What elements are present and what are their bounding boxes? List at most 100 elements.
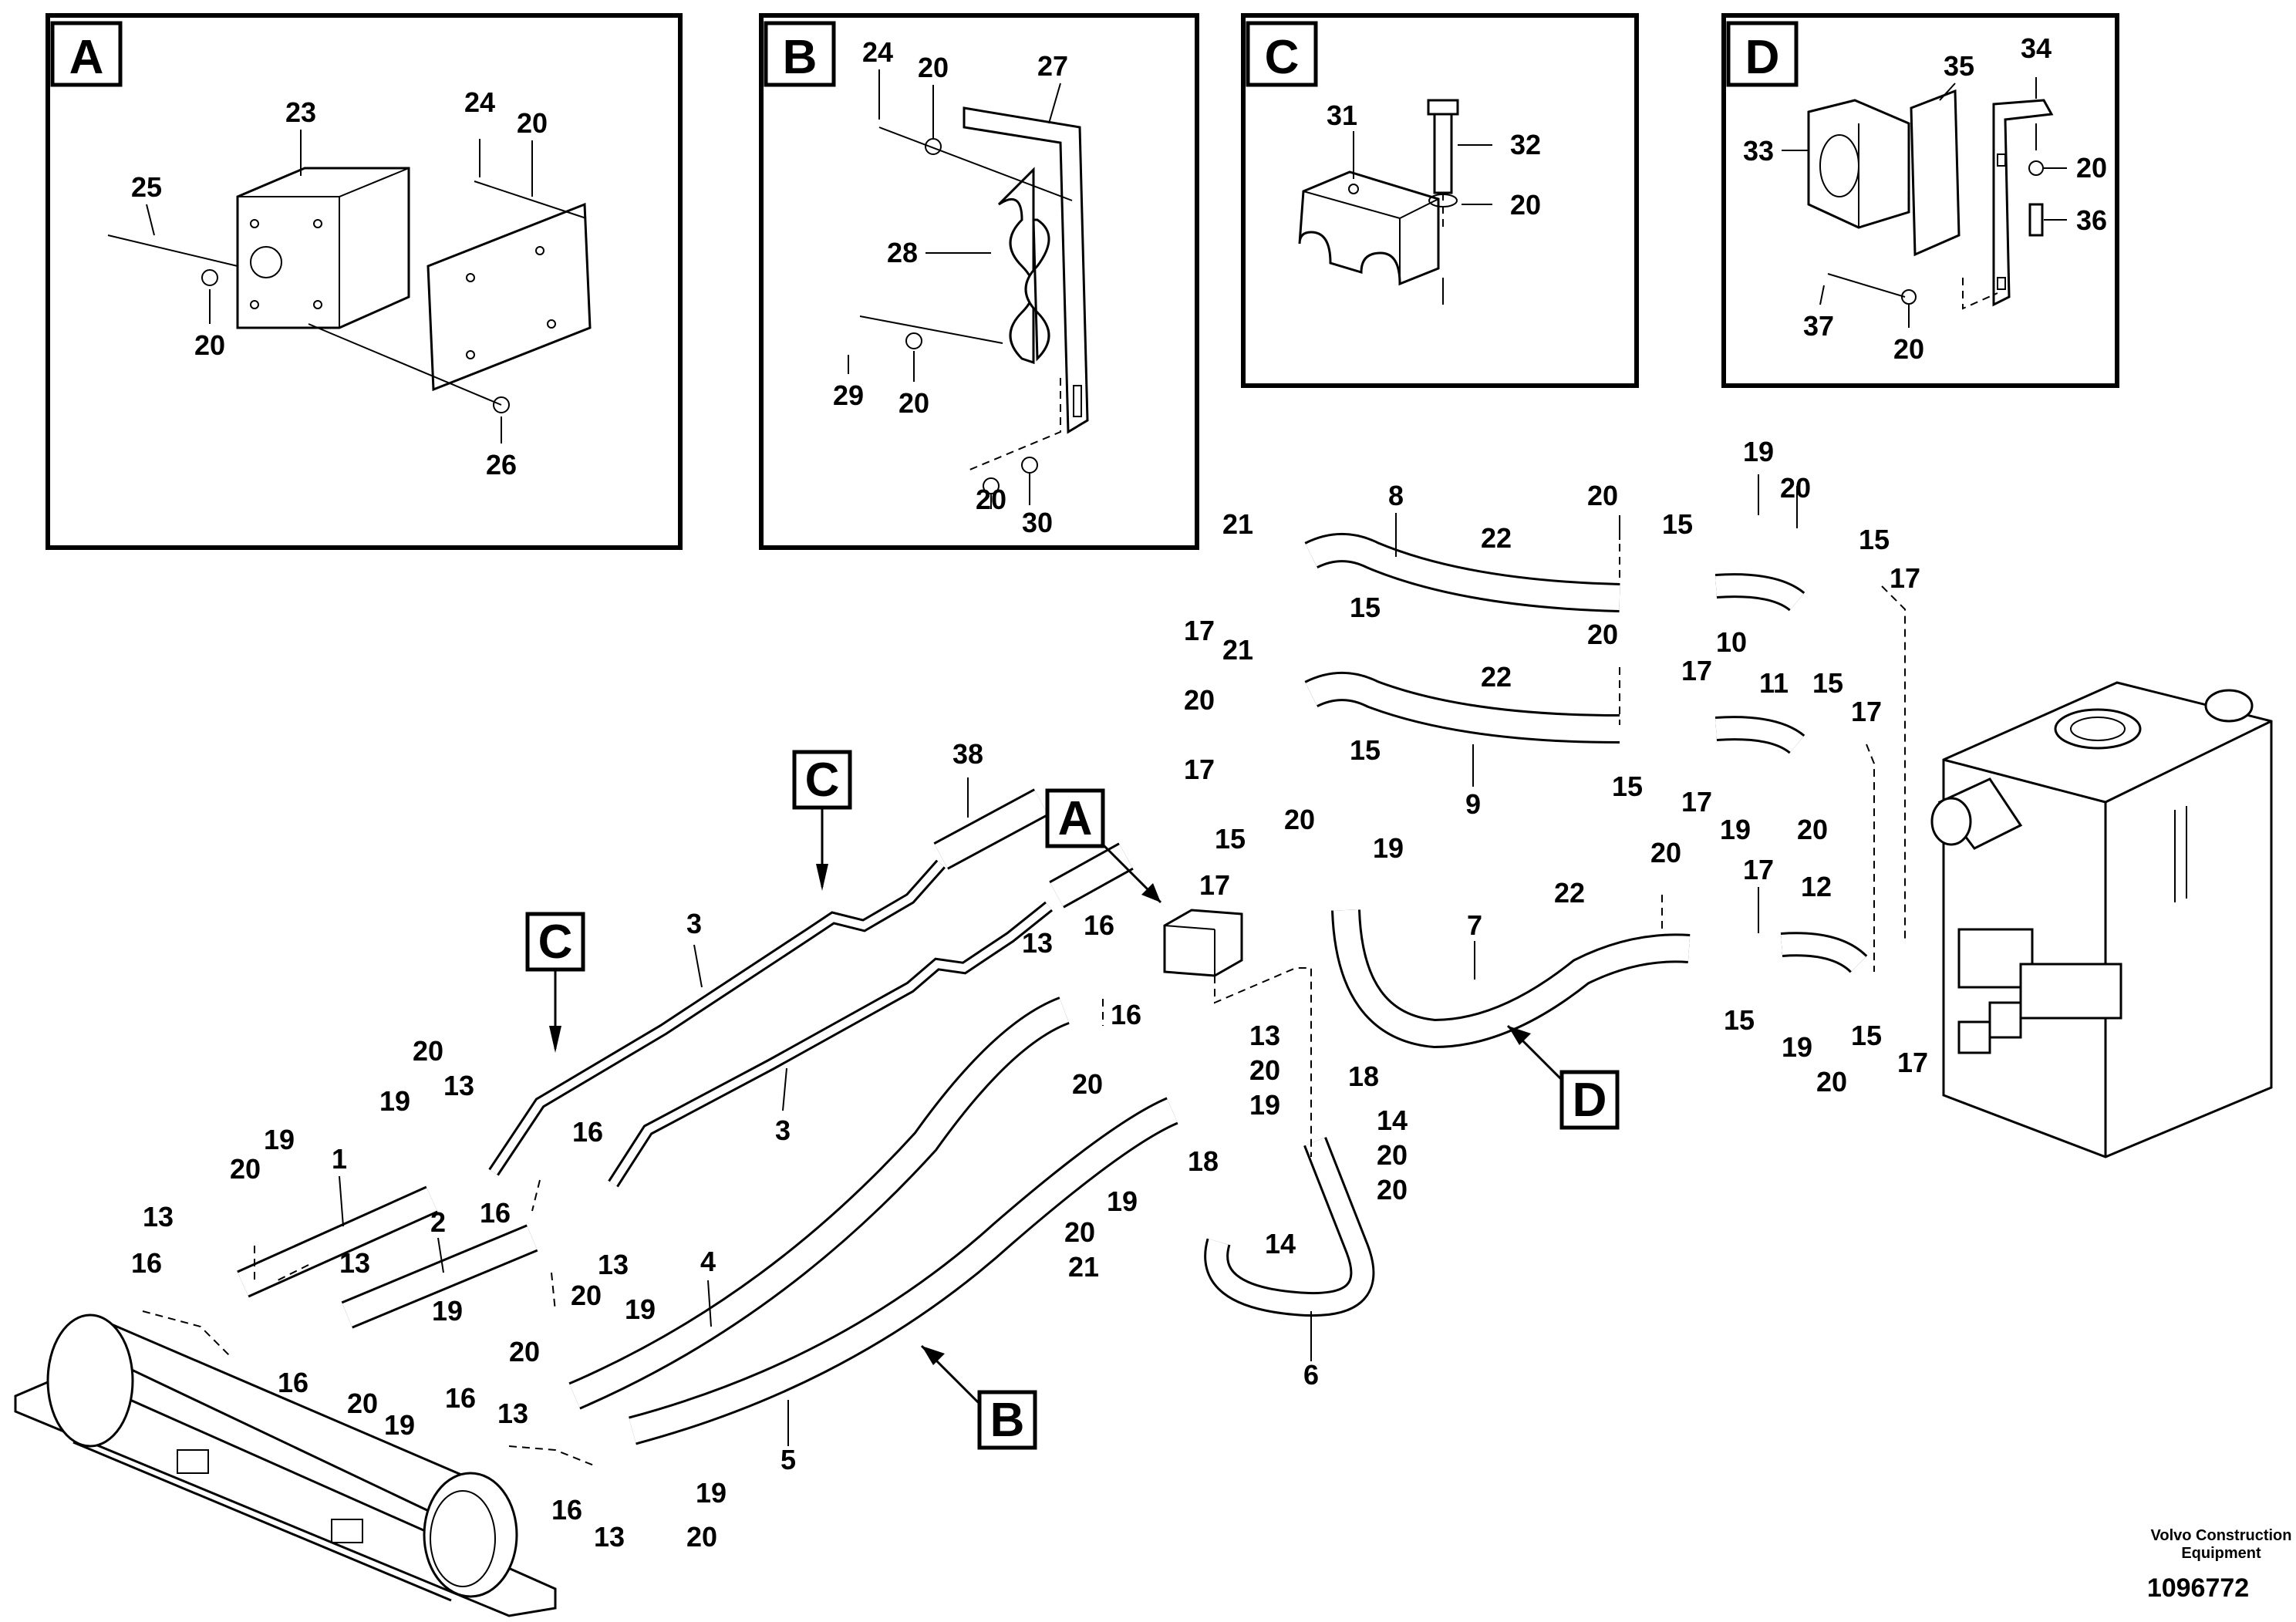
part-number: 34 [2021,32,2052,64]
part-number: 20 [1249,1054,1280,1086]
labels-left: 3 3 20 19 13 1 20 19 13 16 16 2 13 16 13… [131,908,796,1553]
tube-3-upper [488,859,946,1176]
inset-c: C 31 32 20 [1241,13,1639,388]
part-number: 8 [1388,480,1404,511]
part-number: 17 [1897,1047,1928,1078]
part-number: 19 [1782,1031,1812,1063]
part-number: 24 [464,86,495,118]
part-number: 16 [1111,999,1141,1030]
part-number: 17 [1184,615,1215,646]
part-number: 18 [1348,1061,1379,1092]
part-number: 20 [1072,1068,1103,1100]
callout-a: A [1045,788,1162,904]
bracket-34 [1992,99,2054,307]
credit-line-2: Equipment [2181,1545,2261,1562]
part-number: 15 [1851,1020,1882,1051]
callout-d-label: D [1573,1074,1607,1127]
part-number: 35 [1944,50,1974,82]
block-31 [1298,170,1440,286]
part-number: 20 [1650,837,1681,868]
document-number: 1096772 [2147,1573,2249,1603]
labels-middle: 38 16 13 16 13 20 19 20 18 14 20 18 20 1… [952,738,1408,1391]
part-number: 20 [509,1336,540,1367]
part-number: 13 [1022,927,1053,959]
valve-block [1163,909,1243,977]
part-number: 22 [1481,661,1512,693]
inset-d: D 35 34 33 20 36 37 20 [1721,13,2119,388]
part-number: 16 [551,1494,582,1526]
part-number: 15 [1350,592,1381,623]
part-number: 14 [1265,1228,1296,1259]
inset-b: B 24 20 27 28 29 20 20 30 [759,13,1199,550]
part-number: 20 [1377,1174,1408,1206]
clamp-33 [1807,99,1910,229]
part-number: 20 [1184,684,1215,716]
part-number: 15 [1724,1004,1755,1036]
part-number: 19 [696,1477,727,1509]
part-number: 37 [1803,310,1834,342]
part-number: 31 [1327,99,1357,131]
part-number: 20 [347,1388,378,1419]
inset-label-d: D [1745,31,1780,84]
part-number: 20 [686,1521,717,1553]
part-number: 17 [1851,696,1882,727]
part-number: 16 [278,1367,308,1398]
part-number: 20 [2076,152,2107,184]
part-number: 27 [1037,50,1068,82]
part-number: 20 [1816,1066,1847,1098]
part-number: 15 [1812,667,1843,699]
part-number: 19 [1107,1185,1138,1217]
part-number: 13 [443,1070,474,1101]
part-number: 20 [230,1153,261,1185]
part-number: 19 [1743,436,1774,467]
part-number: 19 [1249,1089,1280,1121]
part-number: 13 [497,1398,528,1429]
part-number: 33 [1743,135,1774,167]
inset-a: A 23 24 20 25 20 26 [46,13,683,550]
part-number: 20 [1780,472,1811,504]
part-number: 20 [1510,189,1541,221]
part-number: 19 [432,1295,463,1327]
oil-cooler [14,1313,557,1617]
part-number: 30 [1022,507,1053,538]
part-number: 14 [1377,1104,1408,1136]
part-number: 10 [1716,626,1747,658]
callout-d: D [1506,1024,1620,1130]
part-number: 16 [445,1382,476,1414]
part-number: 17 [1199,869,1230,901]
hydraulic-tank [1930,681,2273,1158]
part-number: 29 [833,379,864,411]
inset-label-a: A [69,31,104,84]
part-number: 20 [517,107,548,139]
bracket-27 [963,106,1089,434]
callout-a-label: A [1058,792,1093,845]
callout-b: B [920,1344,1037,1450]
part-number: 12 [1801,871,1832,902]
part-number: 15 [1350,734,1381,766]
part-number: 11 [1759,667,1789,699]
part-number: 20 [918,52,949,83]
part-number: 3 [686,908,702,939]
labels-top-right: 8 20 19 20 21 22 15 15 17 15 17 10 17 20… [1184,436,1920,845]
part-number: 13 [598,1249,629,1280]
part-number: 21 [1068,1251,1099,1283]
callout-c-upper-label: C [805,754,840,807]
part-number: 19 [1720,814,1751,845]
part-number: 17 [1681,786,1712,818]
part-number: 15 [1612,771,1643,802]
part-number: 13 [1249,1020,1280,1051]
part-number: 6 [1303,1359,1319,1391]
tube-3-lower [608,901,1053,1188]
part-number: 16 [1084,909,1114,941]
part-number: 20 [1587,619,1618,650]
part-number: 20 [1797,814,1828,845]
plate [426,202,592,392]
part-number: 3 [775,1114,791,1146]
part-number: 38 [952,738,983,770]
part-number: 16 [131,1247,162,1279]
part-number: 17 [1184,754,1215,785]
inset-label-c: C [1265,31,1300,84]
part-number: 32 [1510,129,1541,160]
credit-line-1: Volvo Construction [2151,1527,2292,1544]
part-number: 9 [1465,788,1481,820]
